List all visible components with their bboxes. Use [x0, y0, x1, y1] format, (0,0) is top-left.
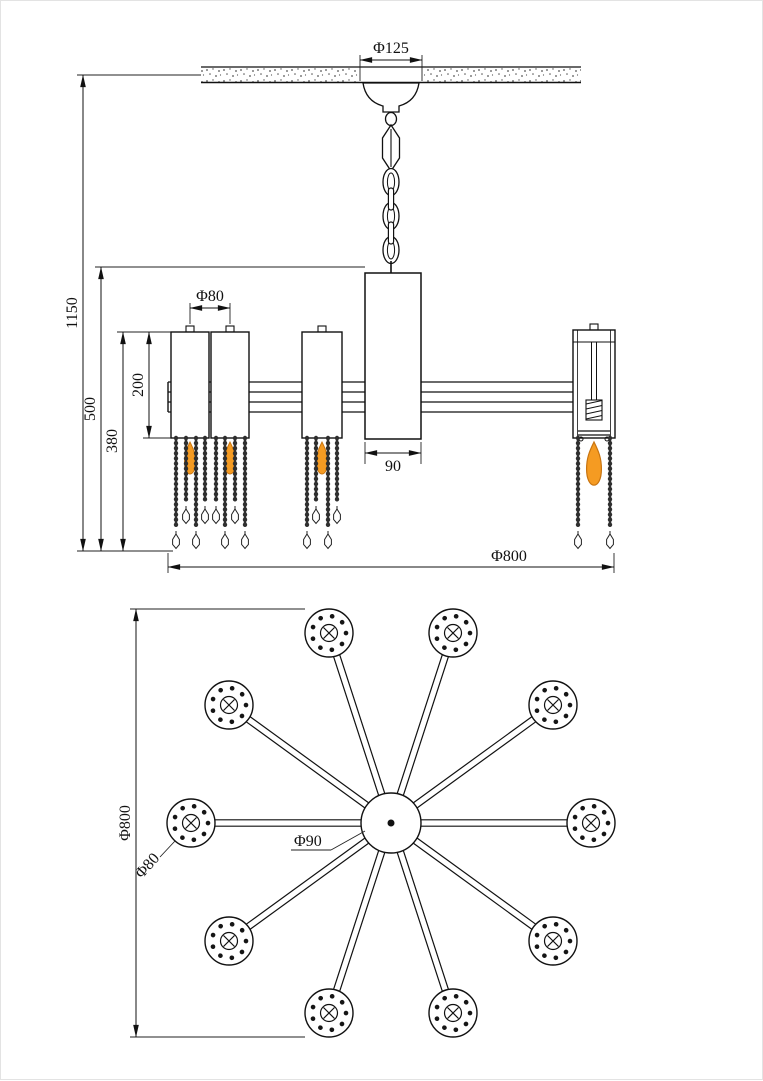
plan-head-diameter-label: Φ80 — [132, 850, 163, 882]
plan-lamp-head — [429, 989, 477, 1037]
crystal-strand — [202, 438, 209, 524]
dim-overall-height: 1150 — [64, 74, 201, 552]
fixture-diameter-label: Φ800 — [491, 548, 527, 565]
crystal-strand — [304, 438, 311, 549]
ceiling — [201, 66, 581, 84]
plan-lamp-head — [205, 681, 253, 729]
shade-1 — [170, 325, 210, 439]
plan-lamp-head — [529, 917, 577, 965]
plan-lamp-head — [305, 989, 353, 1037]
shade-2 — [210, 325, 250, 439]
dim-hanging-height: 500 — [82, 266, 365, 552]
plan-arms — [214, 653, 568, 993]
crystal-strand — [575, 438, 582, 549]
crystal-strand — [173, 438, 180, 549]
crystal-strand — [213, 438, 220, 524]
dim-shade-height: 200 — [130, 331, 171, 439]
plan-lamp-head — [429, 609, 477, 657]
glass-shade — [572, 323, 616, 442]
dim-canopy-diameter: Φ125 — [359, 40, 423, 81]
dim-shade-drop: 380 — [104, 331, 171, 552]
suspension-chain — [382, 167, 400, 274]
crystal-strands — [173, 438, 614, 549]
overall-height-label: 1150 — [64, 297, 81, 328]
plan-lamp-head — [529, 681, 577, 729]
crystal-strand — [242, 438, 249, 549]
plan-lamp-head — [305, 609, 353, 657]
hanger-assembly — [381, 111, 401, 173]
dim-shade-diameter: Φ80 — [189, 288, 231, 324]
shade-height-label: 200 — [130, 373, 147, 397]
plan-fixture-diameter-label: Φ800 — [117, 805, 134, 841]
dim-stem-width: 90 — [364, 442, 422, 475]
dim-fixture-diameter-plan: Φ800 — [117, 608, 305, 1038]
plan-lamp-head — [167, 799, 215, 847]
plan-lamp-head — [567, 799, 615, 847]
stem-width-label: 90 — [385, 458, 401, 475]
crystal-strand — [607, 438, 614, 549]
plan-hub-diameter-label: Φ90 — [294, 833, 322, 850]
canopy-diameter-label: Φ125 — [373, 40, 409, 57]
crystal-strand — [334, 438, 341, 524]
stem-body — [364, 272, 422, 440]
ceiling-canopy — [362, 82, 420, 113]
candle-flame-icon — [585, 441, 603, 486]
plan-lamp-head — [205, 917, 253, 965]
hanging-height-label: 500 — [82, 397, 99, 421]
shade-drop-label: 380 — [104, 429, 121, 453]
plan-hub — [360, 792, 422, 854]
dim-hub-diameter-plan: Φ90 — [291, 830, 366, 851]
dim-head-diameter-plan: Φ80 — [132, 840, 176, 882]
shade-3 — [301, 325, 343, 439]
shade-diameter-label: Φ80 — [196, 288, 224, 305]
dim-fixture-diameter-front: Φ800 — [167, 548, 615, 573]
